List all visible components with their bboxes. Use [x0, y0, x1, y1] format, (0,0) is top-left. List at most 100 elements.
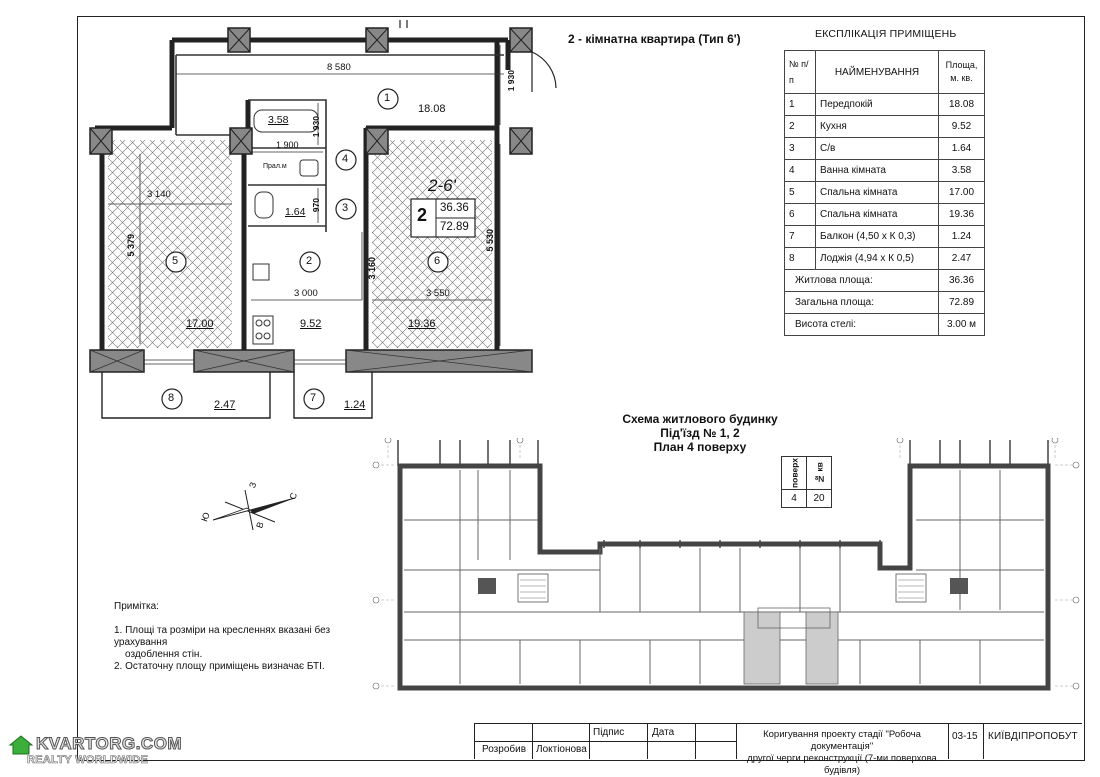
row-number: 6: [784, 203, 816, 226]
room-2-area: 9.52: [300, 318, 322, 330]
room-5-area: 17.00: [186, 318, 214, 330]
row-number: 7: [784, 225, 816, 248]
plan-title: 2 - кімнатна квартира (Тип 6'): [568, 32, 741, 46]
row-number: 2: [784, 115, 816, 138]
row-name: Ванна кімната: [815, 159, 939, 182]
apartment-living-area: 36.36: [440, 202, 469, 214]
sheet-code: 03-15: [952, 731, 978, 742]
row-area: 9.52: [938, 115, 985, 138]
room-3-number: 3: [342, 202, 349, 214]
living-area-label: Житлова площа:: [784, 269, 939, 292]
row-number: 5: [784, 181, 816, 204]
row-name: Лоджія (4,94 х К 0,5): [815, 247, 939, 270]
room-5-number: 5: [172, 255, 179, 267]
scheme-title-line-2: Під'їзд № 1, 2: [660, 426, 740, 440]
room-8-area: 2.47: [214, 399, 236, 411]
notes-title: Примітка:: [114, 601, 159, 612]
watermark: KVARTORG.COM REALTY WORLDWIDE: [8, 734, 182, 766]
row-area: 18.08: [938, 93, 985, 116]
total-area-label: Загальна площа:: [784, 291, 939, 314]
room-8-number: 8: [168, 392, 175, 404]
apartment-number-value: 20: [806, 488, 832, 508]
floor-value: 4: [781, 488, 807, 508]
explication-title: ЕКСПЛІКАЦІЯ ПРИМІЩЕНЬ: [815, 28, 957, 40]
room-6-area: 19.36: [408, 318, 436, 330]
notes-line-3: оздоблення стін.: [125, 649, 203, 660]
notes-line-4: 2. Остаточну площу приміщень визначає БТ…: [114, 661, 325, 672]
explication-header-name: НАЙМЕНУВАННЯ: [815, 50, 939, 94]
row-name: Передпокій: [815, 93, 939, 116]
author-name: Локтіонова: [536, 744, 587, 755]
room-6-floor: [372, 140, 492, 348]
project-description-line-1: Коригування проекту стадії "Робоча докум…: [763, 729, 921, 752]
watermark-line-1: KVARTORG.COM: [35, 734, 183, 754]
dim-room5-width: 3 140: [147, 189, 171, 200]
row-number: 4: [784, 159, 816, 182]
notes-line-1: 1. Площі та розміри на кресленнях вказан…: [114, 625, 331, 636]
row-number: 8: [784, 247, 816, 270]
dim-room6-width: 3 550: [426, 288, 450, 299]
developed-by-label: Розробив: [482, 744, 527, 755]
room-1-area: 18.08: [418, 103, 446, 115]
row-area: 3.58: [938, 159, 985, 182]
dim-kitchen-height: 3 160: [367, 257, 377, 280]
totals-row: Житлова площа:36.36: [784, 269, 985, 292]
room-6-number: 6: [434, 255, 441, 267]
row-name: Кухня: [815, 115, 939, 138]
floor-apartment-table: поверх № кв 4 20: [781, 456, 832, 508]
ceiling-height-value: 3.00 м: [938, 313, 985, 336]
drawing-frame: [77, 16, 1085, 761]
apartment-rooms-count: 2: [417, 205, 428, 225]
scheme-title-line-3: План 4 поверху: [653, 440, 747, 454]
notes-block: Примітка: 1. Площі та розміри на креслен…: [114, 601, 330, 673]
title-block: Підпис Дата Розробив Локтіонова Коригува…: [474, 723, 1082, 776]
scheme-title-line-1: Схема житлового будинку: [622, 412, 778, 426]
dim-bath-height: 1 930: [311, 116, 321, 138]
row-number: 1: [784, 93, 816, 116]
row-area: 17.00: [938, 181, 985, 204]
room-4-number: 4: [342, 153, 349, 165]
row-area: 1.24: [938, 225, 985, 248]
dim-room5-height: 5 379: [126, 234, 136, 257]
signature-label: Підпис: [593, 727, 625, 738]
room-4-area: 3.58: [268, 114, 289, 126]
dim-wc-height: 970: [311, 198, 321, 213]
row-name: Спальна кімната: [815, 203, 939, 226]
dim-width-total: 8 580: [327, 62, 351, 73]
notes-line-2: урахування: [114, 637, 168, 648]
row-area: 2.47: [938, 247, 985, 270]
house-logo-icon: [8, 735, 34, 755]
row-area: 19.36: [938, 203, 985, 226]
compass-rose-icon: [212, 489, 296, 531]
dim-bath-width: 1 900: [276, 140, 299, 150]
totals-row: Висота стелі:3.00 м: [784, 313, 985, 336]
total-area-value: 72.89: [938, 291, 985, 314]
project-description: Коригування проекту стадії "Робоча докум…: [738, 729, 946, 777]
watermark-line-2: REALTY WORLDWIDE: [27, 754, 149, 767]
scheme-title: Схема житлового будинку Під'їзд № 1, 2 П…: [600, 412, 800, 454]
apartment-total-area: 72.89: [440, 221, 469, 233]
date-label: Дата: [652, 727, 675, 738]
dim-kitchen-width: 3 000: [294, 288, 318, 299]
project-description-line-2: другої черги реконструкції (7-ми поверхо…: [747, 753, 937, 776]
room-7-area: 1.24: [344, 399, 366, 411]
row-number: 3: [784, 137, 816, 160]
explication-header-number: № п/п: [784, 50, 816, 94]
ceiling-height-label: Висота стелі:: [784, 313, 939, 336]
room-5-floor: [108, 140, 232, 348]
organization-name: КИЇВДІПРОПОБУТ: [988, 731, 1078, 742]
room-2-number: 2: [306, 255, 313, 267]
room-3-area: 1.64: [285, 206, 306, 218]
row-name: Балкон (4,50 х К 0,3): [815, 225, 939, 248]
laundry-label: Прал.м: [263, 163, 287, 170]
explication-header-area: Площа, м. кв.: [938, 50, 985, 94]
building-floor-scheme: [372, 438, 1080, 691]
room-1-number: 1: [384, 92, 391, 104]
